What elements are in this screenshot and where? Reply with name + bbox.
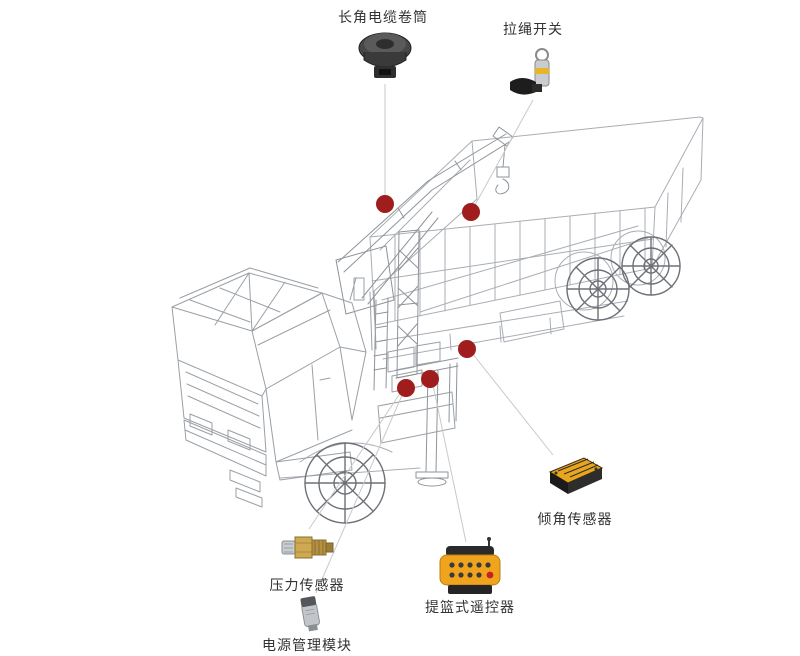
label-basket-remote: 提篮式遥控器 bbox=[425, 599, 515, 615]
tilt-sensor-image bbox=[548, 457, 604, 494]
label-power-module: 电源管理模块 bbox=[262, 637, 352, 653]
cab-tank-toolboxes-exhaust bbox=[369, 290, 456, 444]
cab-door-side-steps bbox=[229, 346, 367, 508]
callout-line-pressure-sensor bbox=[308, 391, 402, 530]
label-cable-reel: 长角电缆卷筒 bbox=[338, 9, 428, 25]
basket-remote-image bbox=[439, 537, 501, 594]
chassis-frame bbox=[379, 300, 629, 360]
pressure-sensor-image bbox=[281, 536, 334, 559]
label-tilt-sensor: 倾角传感器 bbox=[537, 511, 613, 527]
label-pressure-sensor: 压力传感器 bbox=[269, 577, 345, 593]
callout-dot-pull-rope-switch bbox=[462, 203, 480, 221]
rear-wheel-inner bbox=[621, 236, 681, 296]
cable-reel-image bbox=[358, 32, 412, 78]
callout-line-power-module bbox=[315, 392, 404, 594]
crane-boom bbox=[337, 126, 514, 273]
callout-line-basket-remote bbox=[432, 384, 467, 543]
bed-outline bbox=[369, 116, 704, 326]
rear-dual-wheel-hint bbox=[554, 251, 614, 311]
cab-windshield-windows-mirror bbox=[251, 277, 367, 390]
pull-rope-switch-image bbox=[510, 48, 550, 95]
bed-rear-and-floor bbox=[379, 159, 684, 313]
callout-dot-basket-remote bbox=[421, 370, 439, 388]
label-pull-rope-switch: 拉绳开关 bbox=[503, 21, 563, 37]
cab-front-grille-bumper bbox=[171, 306, 267, 477]
rear-wheel-outer bbox=[566, 257, 630, 321]
callout-dot-tilt-sensor bbox=[458, 340, 476, 358]
cab-roof-mesh bbox=[171, 267, 323, 332]
power-module-image bbox=[300, 596, 320, 632]
callout-line-pull-rope-switch bbox=[474, 99, 534, 206]
crane-hook bbox=[495, 166, 510, 195]
front-wheel bbox=[304, 442, 386, 524]
callout-line-tilt-sensor bbox=[471, 352, 554, 456]
callout-dot-cable-reel bbox=[376, 195, 394, 213]
crane-base-and-ladder bbox=[335, 211, 439, 391]
outrigger-foot bbox=[417, 477, 447, 487]
rear-dual-wheel-hint bbox=[610, 230, 666, 286]
callout-dot-pressure-sensor bbox=[397, 379, 415, 397]
